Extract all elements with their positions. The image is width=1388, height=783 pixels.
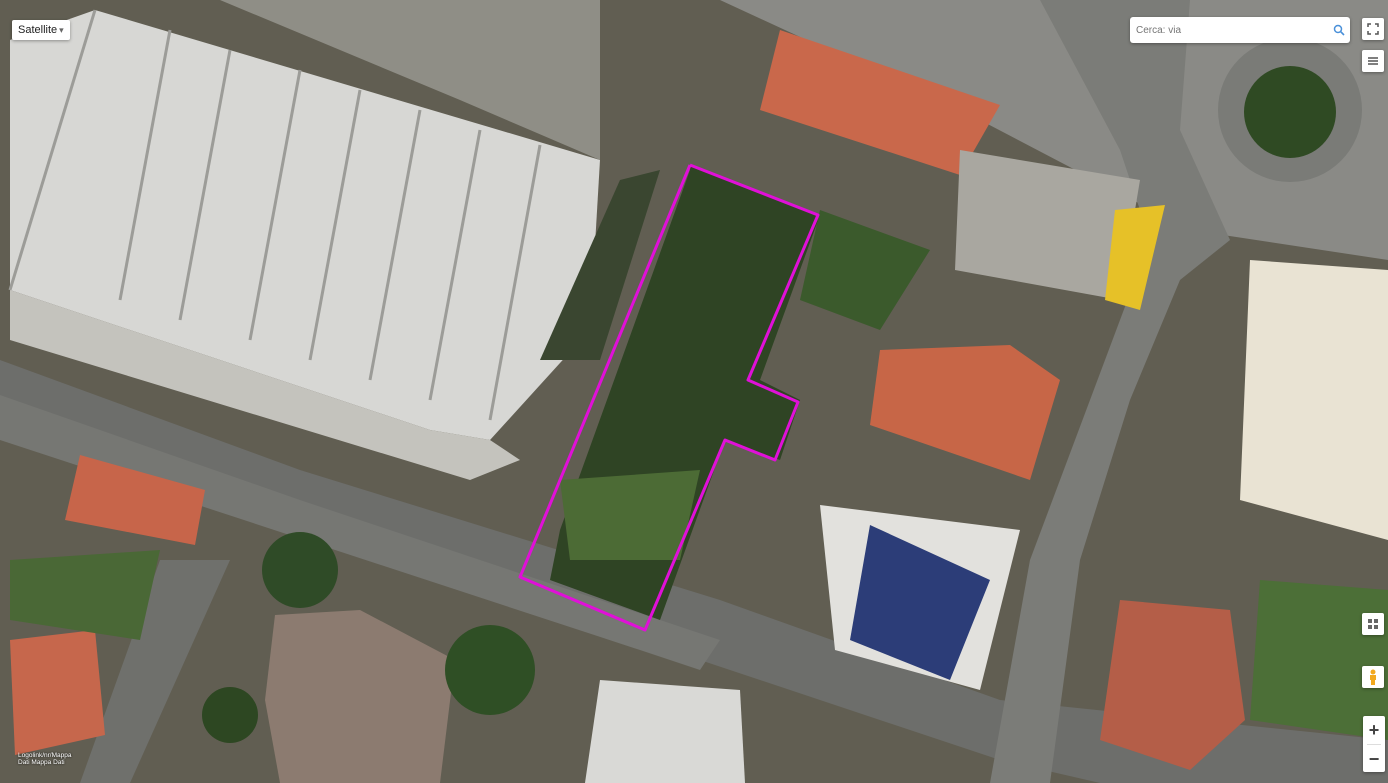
road-lane: [0, 395, 720, 670]
parking-lot-top: [220, 0, 600, 160]
roof-house-bottom-left: [10, 630, 105, 755]
zoom-out-button[interactable]: −: [1363, 745, 1385, 773]
zoom-in-icon: +: [1368, 720, 1380, 740]
roof-building-middle: [870, 345, 1060, 480]
roof-yellow: [1105, 205, 1165, 310]
zoom-divider: [1367, 744, 1381, 745]
green-patch: [800, 210, 930, 330]
lawn: [560, 470, 700, 560]
roundabout-center: [1244, 66, 1336, 158]
search-box[interactable]: [1130, 17, 1350, 43]
garden-right: [1250, 580, 1388, 740]
search-input[interactable]: [1130, 19, 1328, 41]
roof-large-right: [1240, 260, 1388, 540]
menu-button[interactable]: [1362, 50, 1384, 72]
tree-shadow: [540, 170, 660, 360]
zoom-in-button[interactable]: +: [1363, 716, 1385, 744]
warehouse-apron: [10, 290, 520, 480]
credit-line-2: Dati Mappa: [18, 759, 52, 766]
roof-house-bottom-right: [1100, 600, 1245, 770]
tree-cluster: [445, 625, 535, 715]
solar-panels: [850, 525, 990, 680]
pegman-icon: [1370, 669, 1376, 685]
tree: [202, 687, 258, 743]
fullscreen-button[interactable]: [1362, 18, 1384, 40]
zoom-out-icon: −: [1368, 749, 1380, 769]
search-icon[interactable]: [1328, 19, 1350, 41]
chevron-down-icon: ▾: [59, 25, 64, 35]
warehouse-roof: [10, 10, 600, 440]
roof-villa: [265, 610, 455, 783]
warehouse-roof-ridges: [8, 9, 542, 421]
garden-left: [10, 550, 160, 640]
credit-link[interactable]: Dati: [53, 759, 65, 766]
roof-house-left: [65, 455, 205, 545]
parcel-outline[interactable]: [518, 163, 820, 632]
map-credit: Logolink/nr/Mappa Dati Mappa Dati: [18, 752, 71, 766]
menu-icon: [1368, 57, 1378, 65]
map-type-label: Satellite: [18, 24, 58, 36]
road-left: [80, 560, 230, 783]
zoom-control: + −: [1363, 716, 1385, 772]
map-type-selector[interactable]: Satellite▾: [12, 20, 70, 40]
roof-flat-building: [955, 150, 1140, 300]
fullscreen-icon: [1367, 23, 1379, 35]
side-road: [990, 0, 1230, 783]
layers-icon: [1368, 619, 1378, 629]
palm-tree: [262, 532, 338, 608]
main-road: [0, 360, 1388, 783]
street-view-button[interactable]: [1362, 666, 1384, 688]
layers-button[interactable]: [1362, 613, 1384, 635]
credit-line-1: Logolink/nr/Mappa: [18, 752, 72, 759]
roof-building-top: [760, 30, 1000, 175]
roof-warehouse-bottom: [585, 680, 745, 783]
